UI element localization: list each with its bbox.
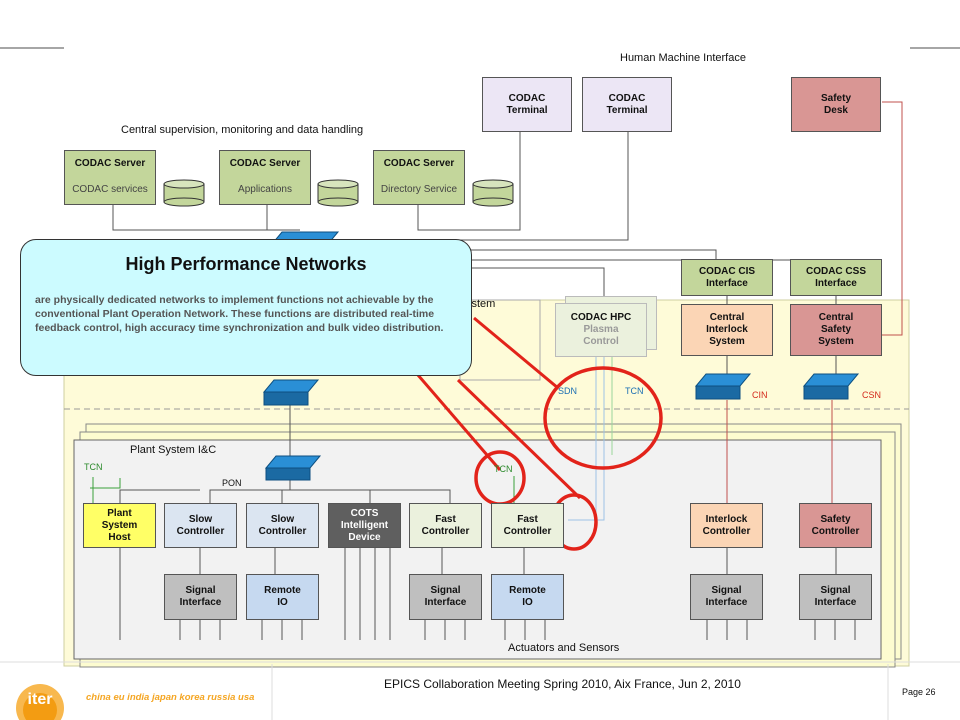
pon-label: PON bbox=[222, 478, 242, 488]
net-line bbox=[112, 205, 300, 231]
footer-text: EPICS Collaboration Meeting Spring 2010,… bbox=[384, 677, 741, 691]
iter-logo: iter bbox=[16, 684, 64, 720]
codac-hpc: CODAC HPC Plasma Control bbox=[555, 303, 647, 357]
csn-label: CSN bbox=[862, 390, 882, 400]
network-switch-icon bbox=[694, 373, 752, 400]
plant-title: Plant System I&C bbox=[130, 444, 217, 456]
tcn-label: TCN bbox=[625, 386, 644, 396]
pointer-line bbox=[403, 359, 502, 471]
highlight-circle bbox=[543, 366, 663, 470]
hpn-callout: High Performance Networks are physically… bbox=[20, 239, 472, 376]
system-title-partial: ystem bbox=[466, 298, 496, 310]
cin-label: CIN bbox=[752, 390, 768, 400]
database-icon bbox=[317, 179, 359, 207]
codac-server: CODAC Server Applications bbox=[219, 150, 311, 205]
member-countries: china eu india japan korea russia usa bbox=[86, 692, 255, 703]
callout-body: are physically dedicated networks to imp… bbox=[35, 294, 444, 334]
callout-title: High Performance Networks bbox=[125, 254, 367, 274]
network-switch-icon bbox=[262, 379, 320, 406]
io-legs bbox=[119, 548, 856, 640]
pointer-line bbox=[473, 316, 559, 390]
database-icon bbox=[163, 179, 205, 207]
codac-server: CODAC Server Directory Service bbox=[373, 150, 465, 205]
safety-link bbox=[882, 101, 903, 336]
svg-text:iter: iter bbox=[28, 691, 53, 708]
net-line bbox=[417, 132, 521, 231]
sdn-label: SDN bbox=[558, 386, 578, 396]
net-line bbox=[440, 267, 605, 298]
network-switch-icon bbox=[802, 373, 860, 400]
database-icon bbox=[472, 179, 514, 207]
central-title: Central supervision, monitoring and data… bbox=[121, 124, 364, 136]
page-number: Page 26 bbox=[902, 687, 936, 697]
tcn-mid-label: TCN bbox=[494, 464, 513, 474]
hmi-title: Human Machine Interface bbox=[620, 52, 746, 64]
actuators-label: Actuators and Sensors bbox=[508, 642, 620, 654]
net-line bbox=[460, 249, 717, 260]
pointer-line bbox=[456, 378, 582, 500]
network-switch-icon bbox=[264, 455, 322, 481]
tcn-left-label: TCN bbox=[84, 462, 103, 472]
codac-server: CODAC Server CODAC services bbox=[64, 150, 156, 205]
